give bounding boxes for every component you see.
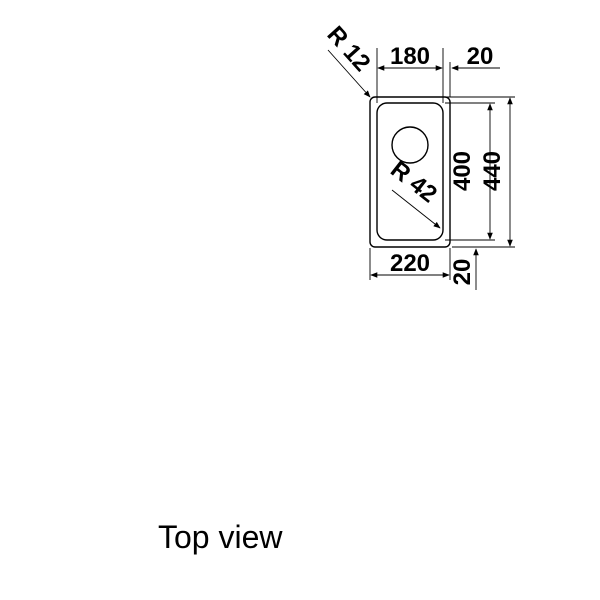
view-caption: Top view xyxy=(158,519,283,555)
drain-hole xyxy=(391,126,429,164)
dim-line-outer-radius xyxy=(327,49,371,98)
dim-line-bowl-radius xyxy=(391,189,441,229)
dim-label-outer-depth: 440 xyxy=(479,151,506,191)
dim-label-outer-radius: R 12 xyxy=(322,21,376,77)
dim-label-bowl-radius: R 42 xyxy=(385,156,442,208)
dim-label-outer-width: 220 xyxy=(390,250,430,277)
sink-outer-outline xyxy=(369,96,451,248)
dim-label-bowl-depth: 400 xyxy=(449,151,476,191)
dim-label-bowl-width: 180 xyxy=(390,43,430,70)
dim-label-rim-top: 20 xyxy=(467,43,494,70)
dim-label-rim-bottom: 20 xyxy=(449,259,476,286)
dimension-lines xyxy=(327,49,513,290)
extension-lines xyxy=(369,48,515,280)
bowl-inner-outline xyxy=(376,102,444,241)
